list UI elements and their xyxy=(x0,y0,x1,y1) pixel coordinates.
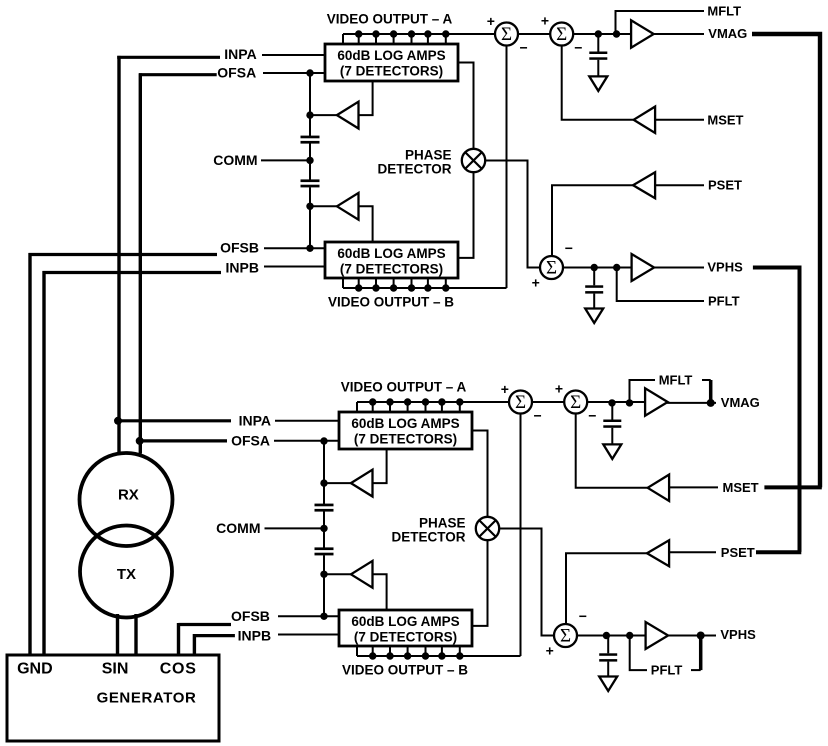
svg-text:60dB LOG AMPS: 60dB LOG AMPS xyxy=(337,246,445,261)
svg-text:−: − xyxy=(588,407,596,423)
svg-text:Σ: Σ xyxy=(556,24,567,45)
svg-text:+: + xyxy=(501,381,509,397)
svg-text:SIN: SIN xyxy=(102,661,129,678)
svg-text:Σ: Σ xyxy=(501,24,512,45)
svg-text:+: + xyxy=(487,13,495,29)
svg-text:OFSB: OFSB xyxy=(220,239,259,255)
svg-text:60dB LOG AMPS: 60dB LOG AMPS xyxy=(351,614,459,629)
svg-text:MFLT: MFLT xyxy=(659,373,693,388)
svg-text:VIDEO OUTPUT – A: VIDEO OUTPUT – A xyxy=(341,380,467,395)
svg-text:−: − xyxy=(574,39,582,55)
svg-text:VPHS: VPHS xyxy=(707,259,743,274)
svg-text:COS: COS xyxy=(160,661,197,678)
svg-text:(7 DETECTORS): (7 DETECTORS) xyxy=(340,64,443,79)
svg-text:+: + xyxy=(541,12,549,28)
svg-text:PSET: PSET xyxy=(708,178,742,193)
svg-text:COMM: COMM xyxy=(216,520,260,536)
svg-text:PFLT: PFLT xyxy=(651,663,683,678)
svg-text:OFSA: OFSA xyxy=(217,65,256,81)
svg-text:DETECTOR: DETECTOR xyxy=(391,529,465,544)
svg-text:INPA: INPA xyxy=(224,46,256,62)
svg-text:TX: TX xyxy=(117,566,136,583)
svg-text:−: − xyxy=(579,608,587,624)
svg-text:Σ: Σ xyxy=(546,258,557,279)
svg-text:+: + xyxy=(546,642,554,658)
svg-text:(7 DETECTORS): (7 DETECTORS) xyxy=(354,432,457,447)
svg-text:+: + xyxy=(532,274,540,290)
svg-text:COMM: COMM xyxy=(213,152,257,168)
svg-text:VMAG: VMAG xyxy=(721,395,760,410)
svg-text:−: − xyxy=(534,407,542,423)
svg-text:60dB LOG AMPS: 60dB LOG AMPS xyxy=(337,48,445,63)
svg-text:Σ: Σ xyxy=(570,392,581,413)
svg-text:60dB LOG AMPS: 60dB LOG AMPS xyxy=(351,416,459,431)
svg-text:−: − xyxy=(520,39,528,55)
svg-text:VIDEO OUTPUT – B: VIDEO OUTPUT – B xyxy=(342,663,468,678)
svg-text:MSET: MSET xyxy=(707,112,743,127)
svg-text:PFLT: PFLT xyxy=(708,294,740,309)
svg-text:PHASE: PHASE xyxy=(405,147,452,162)
svg-text:Σ: Σ xyxy=(515,392,526,413)
svg-text:VPHS: VPHS xyxy=(720,627,756,642)
svg-text:OFSB: OFSB xyxy=(231,608,270,624)
svg-text:+: + xyxy=(555,380,563,396)
svg-text:VIDEO OUTPUT – B: VIDEO OUTPUT – B xyxy=(328,295,454,310)
svg-text:Σ: Σ xyxy=(560,626,571,647)
svg-text:INPB: INPB xyxy=(238,627,271,643)
svg-text:MSET: MSET xyxy=(723,480,759,495)
svg-text:INPB: INPB xyxy=(226,259,259,275)
svg-text:DETECTOR: DETECTOR xyxy=(377,161,451,176)
svg-text:MFLT: MFLT xyxy=(707,4,741,19)
svg-text:GENERATOR: GENERATOR xyxy=(97,690,197,707)
svg-text:GND: GND xyxy=(17,661,53,678)
svg-text:RX: RX xyxy=(118,486,139,503)
svg-text:INPA: INPA xyxy=(239,412,271,428)
svg-text:VIDEO OUTPUT – A: VIDEO OUTPUT – A xyxy=(327,12,453,27)
svg-text:PHASE: PHASE xyxy=(419,515,466,530)
svg-text:−: − xyxy=(565,240,573,256)
svg-text:OFSA: OFSA xyxy=(231,432,270,448)
svg-text:(7 DETECTORS): (7 DETECTORS) xyxy=(354,630,457,645)
svg-text:(7 DETECTORS): (7 DETECTORS) xyxy=(340,262,443,277)
svg-text:PSET: PSET xyxy=(721,545,755,560)
svg-text:VMAG: VMAG xyxy=(708,26,747,41)
